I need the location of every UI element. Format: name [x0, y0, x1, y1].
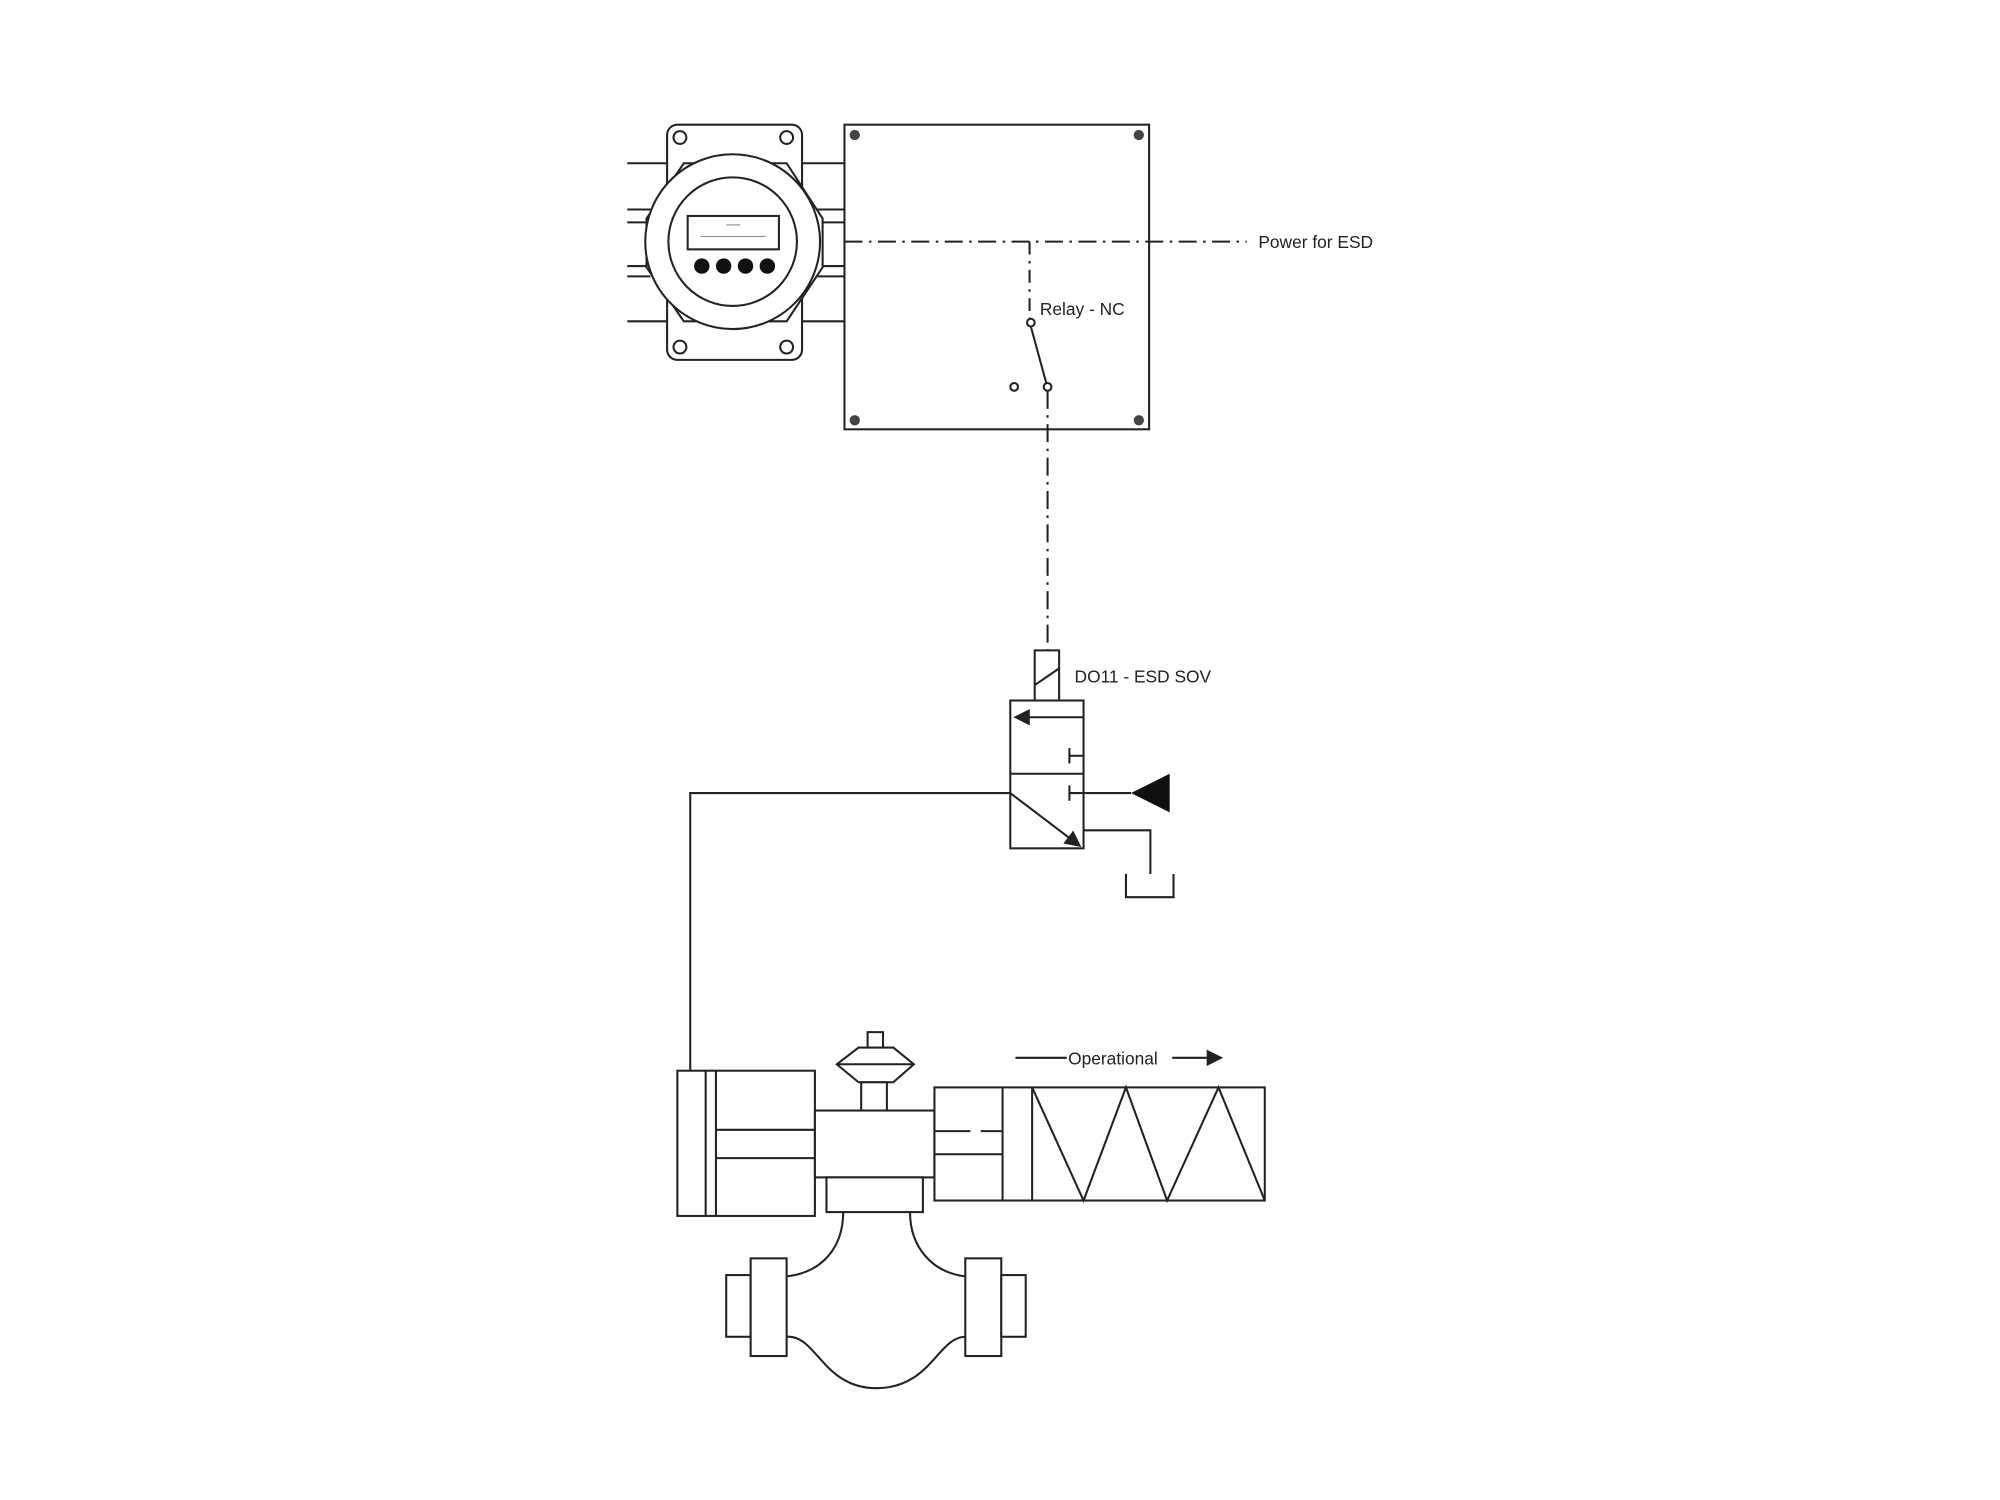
junction-box [843, 123, 1151, 431]
button-icon [737, 258, 754, 274]
mounting-holes [672, 130, 795, 355]
sov-label: DO11 - ESD SOV [1075, 667, 1212, 687]
power-label: Power for ESD [1258, 232, 1373, 252]
spring-icon [1031, 1084, 1266, 1204]
transmitter-device [627, 123, 845, 361]
solenoid-valve [1009, 649, 1175, 899]
screw-icons [849, 129, 1144, 426]
button-icon [694, 258, 710, 274]
operational-label: Operational [1068, 1048, 1158, 1068]
supply-triangle-icon [1131, 773, 1170, 813]
actuated-valve [676, 1031, 1266, 1390]
spring-actuator [933, 1086, 1266, 1202]
exhaust-icon [1124, 874, 1175, 899]
device-buttons [694, 258, 776, 274]
button-icon [759, 258, 776, 274]
button-icon [715, 258, 732, 274]
relay-label: Relay - NC [1040, 299, 1125, 319]
solenoid-coil [1033, 649, 1061, 702]
conduit-lines [627, 162, 845, 323]
device-display [686, 214, 780, 251]
air-line [689, 792, 1011, 1071]
